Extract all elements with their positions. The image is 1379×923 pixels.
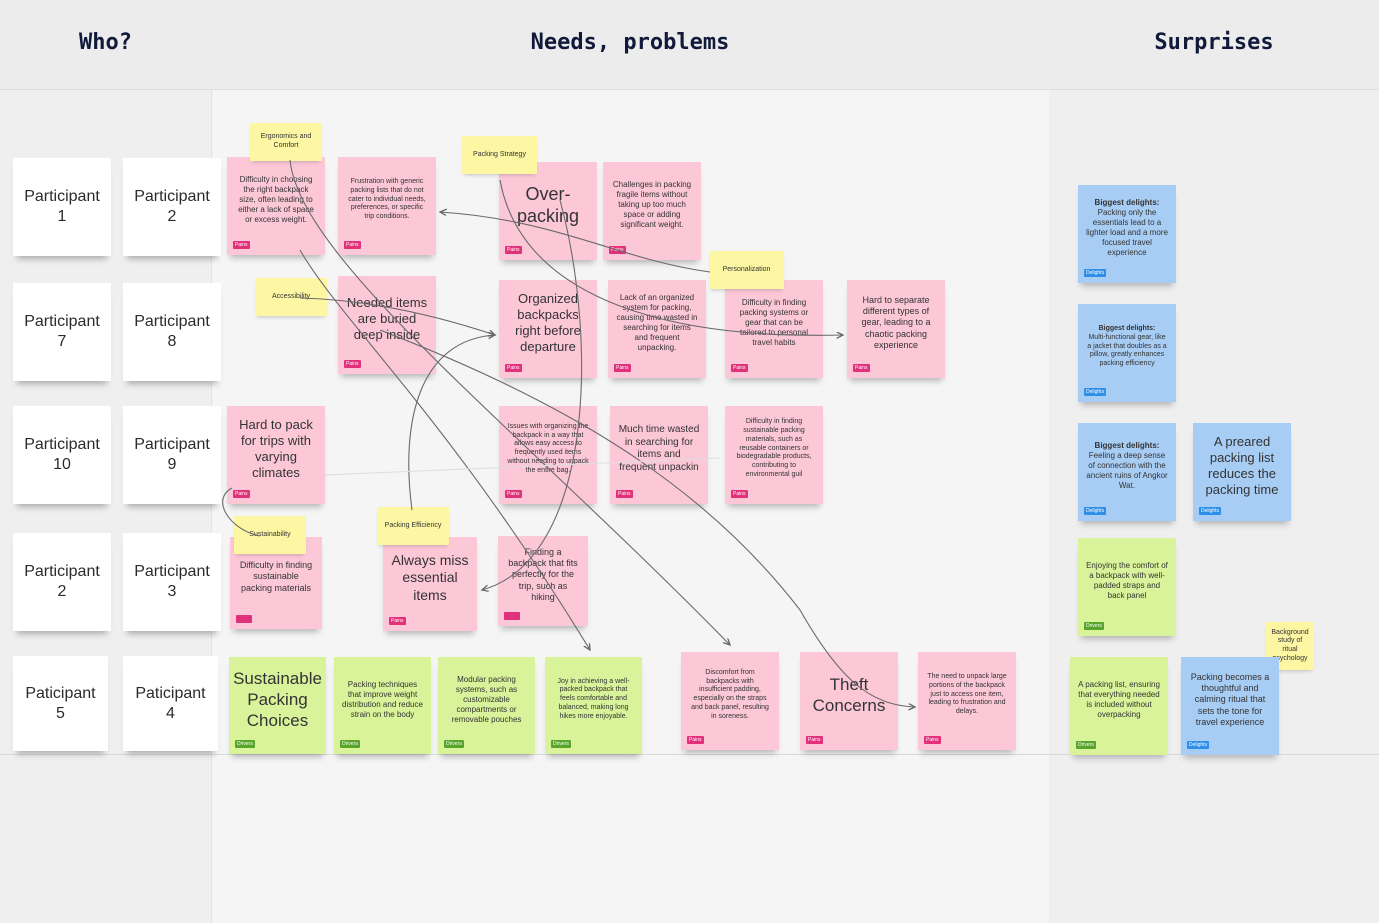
delight-note[interactable]: Biggest delights:Feeling a deep sense of… xyxy=(1078,423,1176,521)
connector-arrow[interactable] xyxy=(408,335,495,511)
delights-tag: Delights xyxy=(1084,388,1107,396)
participant-note[interactable]: Participant 1 xyxy=(13,158,111,256)
connector-arrow[interactable] xyxy=(379,329,915,707)
pains-tag: Pains xyxy=(616,490,633,498)
participant-note[interactable]: Participant 2 xyxy=(123,158,221,256)
connector-arrow[interactable] xyxy=(482,199,583,590)
connector-arrow[interactable] xyxy=(324,457,721,476)
header-band xyxy=(0,0,1379,90)
driver-note[interactable]: Modular packing systems, such as customi… xyxy=(438,657,535,754)
connector-arrow[interactable] xyxy=(499,179,843,335)
drivers-tag: Drivers xyxy=(1084,622,1104,630)
pain-note[interactable]: Frustration with generic packing lists t… xyxy=(338,157,436,255)
pains-tag: Pains xyxy=(731,490,748,498)
category-label[interactable]: Packing Efficiency xyxy=(377,507,449,545)
participant-note[interactable]: Paticipant 4 xyxy=(123,656,218,751)
pains-tag: Pains xyxy=(233,241,250,249)
participant-note[interactable]: Participant 3 xyxy=(123,533,221,631)
pains-tag xyxy=(504,612,520,620)
drivers-tag: Drivers xyxy=(235,740,255,748)
driver-note[interactable]: Enjoying the comfort of a backpack with … xyxy=(1078,538,1176,636)
delight-note[interactable]: Biggest delights:Multi-functional gear, … xyxy=(1078,304,1176,402)
pains-tag: Pains xyxy=(344,241,361,249)
category-label[interactable]: Personalization xyxy=(709,251,784,289)
connector-arrow[interactable] xyxy=(440,212,711,273)
delight-note[interactable]: Biggest delights:Packing only the essent… xyxy=(1078,185,1176,283)
delights-tag: Delights xyxy=(1084,269,1107,277)
pain-note[interactable]: Organized backpacks right before departu… xyxy=(499,280,597,378)
delight-note[interactable]: Packing becomes a thoughtful and calming… xyxy=(1181,657,1279,755)
connector-arrow[interactable] xyxy=(222,487,261,537)
pain-note[interactable]: Difficulty in finding sustainable packin… xyxy=(725,406,823,504)
pains-tag: Pains xyxy=(389,617,406,625)
drivers-tag: Drivers xyxy=(444,740,464,748)
pains-tag xyxy=(236,615,252,623)
pains-tag: Pains xyxy=(806,736,823,744)
participant-note[interactable]: Participant 9 xyxy=(123,406,221,504)
pain-note[interactable]: Hard to pack for trips with varying clim… xyxy=(227,406,325,504)
pains-tag: Pains xyxy=(687,736,704,744)
category-label[interactable]: Packing Strategy xyxy=(462,136,537,174)
participant-note[interactable]: Participant 7 xyxy=(13,283,111,381)
pain-note[interactable]: Difficulty in choosing the right backpac… xyxy=(227,157,325,255)
category-label[interactable]: Sustainability xyxy=(234,516,306,554)
pain-note[interactable]: Finding a backpack that fits perfectly f… xyxy=(498,536,588,626)
participant-note[interactable]: Participant 2 xyxy=(13,533,111,631)
participant-note[interactable]: Paticipant 5 xyxy=(13,656,108,751)
pain-note[interactable]: Difficulty in finding packing systems or… xyxy=(725,280,823,378)
pains-tag: Pains xyxy=(731,364,748,372)
delight-note[interactable]: A preared packing list reduces the packi… xyxy=(1193,423,1291,521)
surprises-heading: Surprises xyxy=(1154,30,1274,55)
connector-arrow[interactable] xyxy=(289,159,730,645)
row-divider xyxy=(0,754,1379,755)
pain-note[interactable]: Challenges in packing fragile items with… xyxy=(603,162,701,260)
drivers-tag: Drivers xyxy=(551,740,571,748)
driver-note[interactable]: A packing list, ensuring that everything… xyxy=(1070,657,1168,755)
delights-tag: Delights xyxy=(1084,507,1107,515)
pains-tag: Pains xyxy=(853,364,870,372)
category-label[interactable]: Accessibility xyxy=(255,278,327,316)
category-label[interactable]: Ergonomics and Comfort xyxy=(250,123,322,161)
who-heading: Who? xyxy=(79,30,132,55)
pains-tag: Pains xyxy=(924,736,941,744)
pain-note[interactable]: Hard to separate different types of gear… xyxy=(847,280,945,378)
pains-tag: Pains xyxy=(614,364,631,372)
pain-note[interactable]: Issues with organizing the backpack in a… xyxy=(499,406,597,504)
connector-arrow[interactable] xyxy=(299,297,495,335)
pain-note[interactable]: Much time wasted in searching for items … xyxy=(610,406,708,504)
participant-note[interactable]: Participant 10 xyxy=(13,406,111,504)
pains-tag: Pains xyxy=(505,246,522,254)
pains-tag: Pains xyxy=(505,490,522,498)
pain-note[interactable]: Discomfort from backpacks with insuffici… xyxy=(681,652,779,750)
pains-tag: Pains xyxy=(233,490,250,498)
driver-note[interactable]: Packing techniques that improve weight d… xyxy=(334,657,431,754)
drivers-tag: Drivers xyxy=(340,740,360,748)
delights-tag: Delights xyxy=(1187,741,1210,749)
participant-note[interactable]: Participant 8 xyxy=(123,283,221,381)
needs-heading: Needs, problems xyxy=(530,30,730,55)
pains-tag: Pains xyxy=(505,364,522,372)
connector-arrow[interactable] xyxy=(299,249,590,650)
driver-note[interactable]: Joy in achieving a well-packed backpack … xyxy=(545,657,642,754)
pains-tag: Pains xyxy=(344,360,361,368)
delights-tag: Delights xyxy=(1199,507,1222,515)
drivers-tag: Drivers xyxy=(1076,741,1096,749)
pain-note[interactable]: The need to unpack large portions of the… xyxy=(918,652,1016,750)
